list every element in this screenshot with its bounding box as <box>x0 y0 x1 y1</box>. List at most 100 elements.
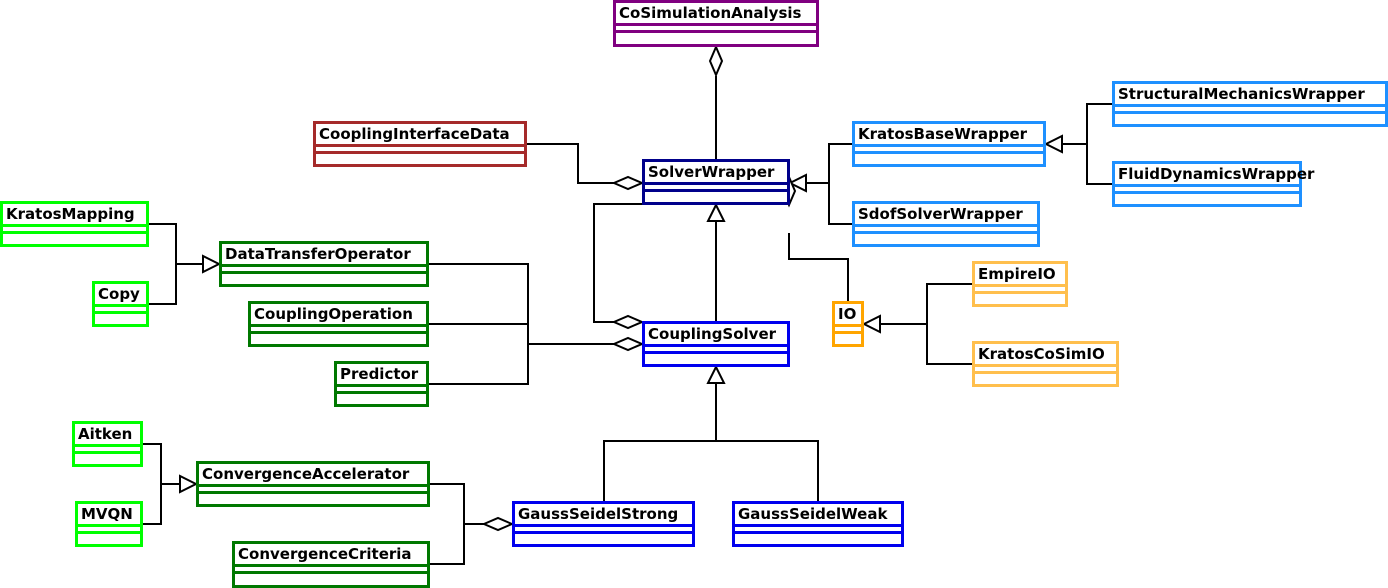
attributes-compartment <box>316 147 524 154</box>
operations-compartment <box>975 374 1116 377</box>
class-name: ConvergenceAccelerator <box>199 464 427 487</box>
connector-line <box>1086 103 1112 185</box>
connector-line <box>430 483 465 565</box>
attributes-compartment <box>616 26 816 33</box>
class-name: KratosMapping <box>3 204 146 227</box>
class-name: CooplingInterfaceData <box>316 124 524 147</box>
aggregation-diamond-icon <box>611 314 645 330</box>
operations-compartment <box>645 354 787 357</box>
attributes-compartment <box>975 367 1116 374</box>
operations-compartment <box>75 454 140 457</box>
attributes-compartment <box>735 527 901 534</box>
class-box-co-simulation-analysis: CoSimulationAnalysis <box>613 0 819 47</box>
attributes-compartment <box>75 447 140 454</box>
operations-compartment <box>235 574 427 577</box>
operations-compartment <box>316 154 524 157</box>
attributes-compartment <box>3 227 146 234</box>
connector-line <box>603 440 819 501</box>
class-box-convergence-criteria: ConvergenceCriteria <box>232 541 430 588</box>
inheritance-arrow-icon <box>202 254 222 274</box>
class-name: CouplingSolver <box>645 324 787 347</box>
class-box-data-transfer-operator: DataTransferOperator <box>219 241 429 287</box>
attributes-compartment <box>95 307 146 314</box>
class-name: DataTransferOperator <box>222 244 426 267</box>
class-name: StructuralMechanicsWrapper <box>1115 84 1385 107</box>
attributes-compartment <box>337 387 426 394</box>
class-name: IO <box>835 304 861 327</box>
operations-compartment <box>199 494 427 497</box>
attributes-compartment <box>222 267 426 274</box>
aggregation-diamond-icon <box>481 516 515 532</box>
inheritance-arrow-icon <box>706 202 726 222</box>
aggregation-diamond-icon <box>708 44 724 78</box>
aggregation-diamond-icon <box>611 336 645 352</box>
operations-compartment <box>1115 194 1299 197</box>
attributes-compartment <box>855 227 1037 234</box>
attributes-compartment <box>235 567 427 574</box>
inheritance-arrow-icon <box>1043 134 1063 154</box>
attributes-compartment <box>645 347 787 354</box>
class-name: MVQN <box>78 504 140 527</box>
class-box-kratos-base-wrapper: KratosBaseWrapper <box>852 121 1046 167</box>
attributes-compartment <box>78 527 140 534</box>
operations-compartment <box>645 192 787 195</box>
class-box-gauss-seidel-weak: GaussSeidelWeak <box>732 501 904 547</box>
connector-line <box>926 283 972 365</box>
class-name: SolverWrapper <box>645 162 787 185</box>
attributes-compartment <box>1115 107 1385 114</box>
inheritance-arrow-icon <box>179 474 199 494</box>
attributes-compartment <box>251 327 426 334</box>
class-box-kratos-co-sim-io: KratosCoSimIO <box>972 341 1119 387</box>
class-box-fluid-dynamics-wrapper: FluidDynamicsWrapper <box>1112 161 1314 207</box>
operations-compartment <box>78 534 140 537</box>
attributes-compartment <box>835 327 861 334</box>
connector-line <box>828 143 852 225</box>
aggregation-diamond-icon <box>611 175 645 191</box>
connector-line <box>593 203 642 323</box>
operations-compartment <box>975 294 1065 297</box>
attributes-compartment <box>515 527 692 534</box>
class-name: FluidDynamicsWrapper <box>1115 164 1314 187</box>
connector-line <box>527 143 614 184</box>
connector-line <box>788 233 849 301</box>
attributes-compartment <box>855 147 1043 154</box>
class-name: Predictor <box>337 364 426 387</box>
class-box-aitken: Aitken <box>72 421 143 467</box>
class-box-coupling-solver: CouplingSolver <box>642 321 790 367</box>
class-name: GaussSeidelStrong <box>515 504 692 527</box>
class-box-mvqn: MVQN <box>75 501 143 547</box>
class-box-kratos-mapping: KratosMapping <box>0 201 149 247</box>
class-name: ConvergenceCriteria <box>235 544 427 567</box>
class-name: SdofSolverWrapper <box>855 204 1037 227</box>
operations-compartment <box>835 334 861 337</box>
attributes-compartment <box>199 487 427 494</box>
operations-compartment <box>1115 114 1385 117</box>
operations-compartment <box>616 33 816 36</box>
class-name: KratosCoSimIO <box>975 344 1116 367</box>
inheritance-arrow-icon <box>861 314 881 334</box>
class-box-gauss-seidel-strong: GaussSeidelStrong <box>512 501 695 547</box>
operations-compartment <box>855 234 1037 237</box>
class-box-io: IO <box>832 301 864 347</box>
operations-compartment <box>95 314 146 317</box>
operations-compartment <box>3 234 146 237</box>
operations-compartment <box>222 274 426 277</box>
connector-line <box>149 223 177 305</box>
inheritance-arrow-icon <box>706 364 726 384</box>
operations-compartment <box>735 534 901 537</box>
class-name: Copy <box>95 284 146 307</box>
connector-line <box>143 443 162 525</box>
class-box-coupling-operation: CouplingOperation <box>248 301 429 347</box>
class-box-convergence-accelerator: ConvergenceAccelerator <box>196 461 430 507</box>
class-name: CouplingOperation <box>251 304 426 327</box>
class-box-copy: Copy <box>92 281 149 327</box>
class-box-solver-wrapper: SolverWrapper <box>642 159 790 205</box>
class-name: CoSimulationAnalysis <box>616 3 816 26</box>
inheritance-arrow-icon <box>787 173 807 193</box>
attributes-compartment <box>1115 187 1299 194</box>
class-name: Aitken <box>75 424 140 447</box>
operations-compartment <box>855 154 1043 157</box>
class-name: KratosBaseWrapper <box>855 124 1043 147</box>
class-box-empire-io: EmpireIO <box>972 261 1068 307</box>
